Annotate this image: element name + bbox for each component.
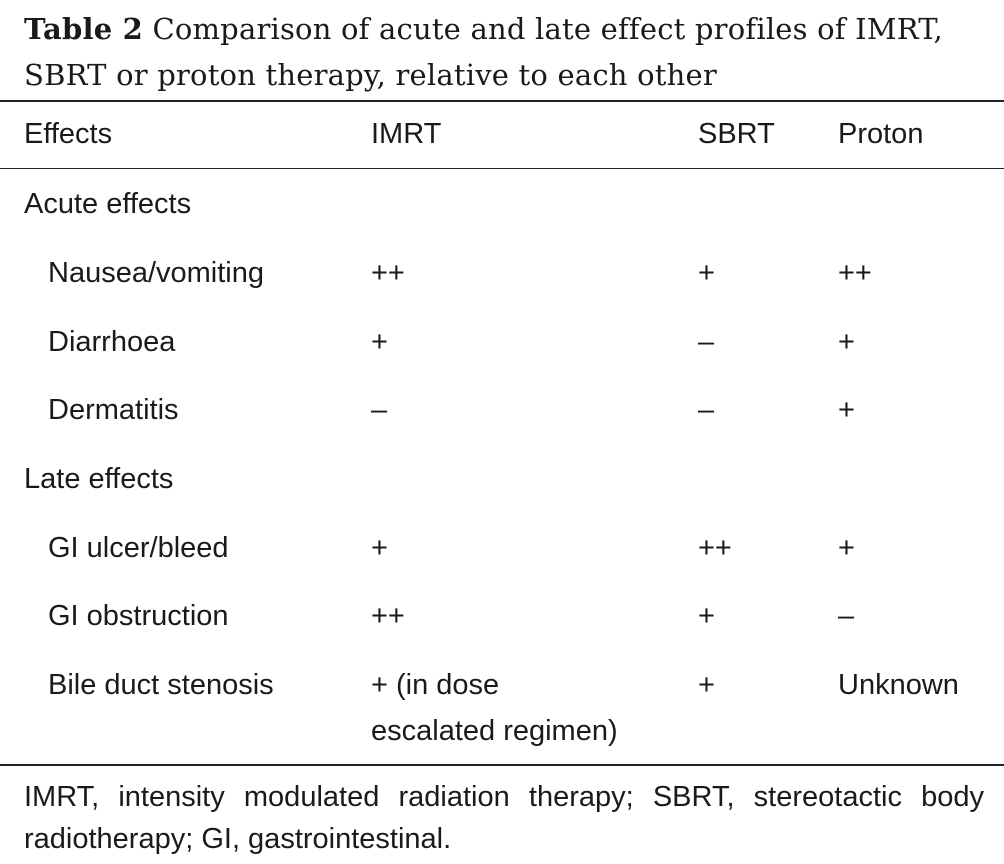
table-top-rule bbox=[0, 100, 1004, 102]
column-header-effects: Effects bbox=[24, 118, 113, 150]
row-sbrt-gi-ulcer: ++ bbox=[698, 532, 732, 564]
column-header-sbrt: SBRT bbox=[698, 118, 775, 150]
row-sbrt-nausea: + bbox=[698, 257, 715, 289]
row-imrt-dermatitis: – bbox=[371, 394, 388, 426]
row-imrt-diarrhoea: + bbox=[371, 326, 388, 358]
table-caption: Table 2 Comparison of acute and late eff… bbox=[24, 6, 994, 98]
row-effect-dermatitis: Dermatitis bbox=[48, 394, 179, 426]
row-proton-diarrhoea: + bbox=[838, 326, 855, 358]
row-imrt-bile-duct-line2: escalated regimen) bbox=[371, 715, 618, 747]
row-sbrt-dermatitis: – bbox=[698, 394, 715, 426]
row-sbrt-bile-duct: + bbox=[698, 669, 715, 701]
table-footnote: IMRT, intensity modulated radiation ther… bbox=[24, 781, 984, 855]
row-imrt-gi-ulcer: + bbox=[371, 532, 388, 564]
row-proton-gi-obstruction: – bbox=[838, 600, 855, 632]
header-rule bbox=[0, 168, 1004, 169]
row-effect-bile-duct: Bile duct stenosis bbox=[48, 669, 274, 701]
row-effect-diarrhoea: Diarrhoea bbox=[48, 326, 176, 358]
column-header-proton: Proton bbox=[838, 118, 924, 150]
row-imrt-gi-obstruction: ++ bbox=[371, 600, 405, 632]
row-effect-nausea: Nausea/vomiting bbox=[48, 257, 264, 289]
row-proton-nausea: ++ bbox=[838, 257, 872, 289]
table-label: Table 2 bbox=[24, 12, 144, 46]
row-imrt-nausea: ++ bbox=[371, 257, 405, 289]
row-effect-gi-obstruction: GI obstruction bbox=[48, 600, 229, 632]
column-header-imrt: IMRT bbox=[371, 118, 442, 150]
row-imrt-bile-duct: + (in dose bbox=[371, 669, 500, 701]
section-label-acute: Acute effects bbox=[24, 188, 192, 220]
row-sbrt-gi-obstruction: + bbox=[698, 600, 715, 632]
section-label-late: Late effects bbox=[24, 463, 174, 495]
table-bottom-rule bbox=[0, 764, 1004, 766]
row-proton-dermatitis: + bbox=[838, 394, 855, 426]
row-proton-bile-duct: Unknown bbox=[838, 669, 959, 701]
row-sbrt-diarrhoea: – bbox=[698, 326, 715, 358]
table-title: Comparison of acute and late effect prof… bbox=[24, 12, 943, 92]
row-effect-gi-ulcer: GI ulcer/bleed bbox=[48, 532, 229, 564]
row-proton-gi-ulcer: + bbox=[838, 532, 855, 564]
